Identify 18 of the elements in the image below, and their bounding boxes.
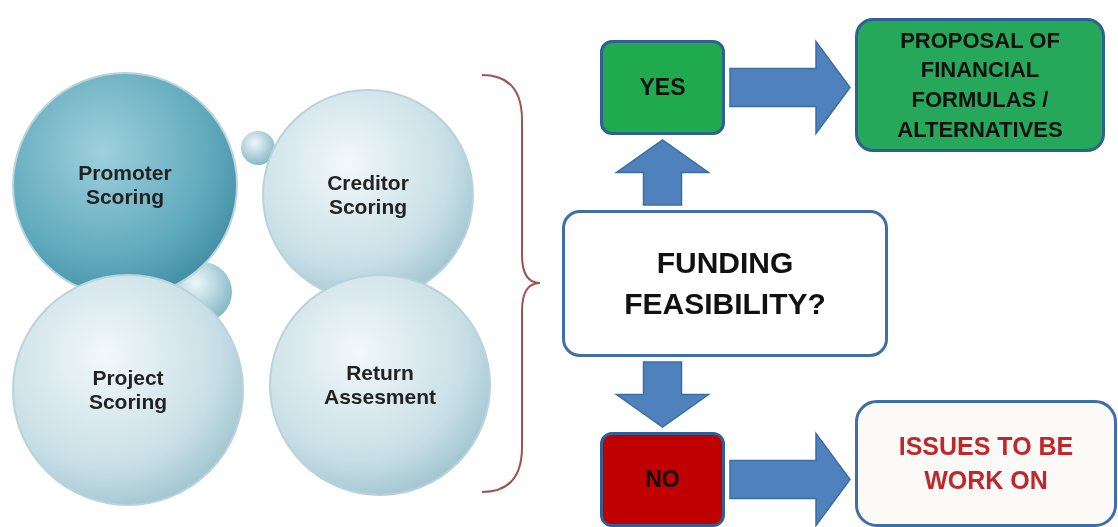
block-arrow	[614, 361, 711, 428]
node-text: FUNDING FEASIBILITY?	[623, 245, 827, 322]
node-text: Return Assesment	[322, 361, 438, 409]
node-text: Creditor Scoring	[326, 171, 410, 219]
decision-box	[562, 210, 888, 357]
decision-box	[855, 400, 1117, 527]
block-arrow	[729, 39, 851, 136]
decision-box	[855, 18, 1105, 152]
decision-box	[600, 432, 725, 527]
node-text: NO	[645, 464, 680, 494]
node-text: YES	[639, 72, 686, 102]
node-text: Promoter Scoring	[77, 161, 173, 209]
node-text: Project Scoring	[87, 366, 169, 414]
block-arrow	[729, 431, 851, 527]
node-text: PROPOSAL OF FINANCIAL FORMULAS / ALTERNATIVES	[896, 26, 1064, 144]
node-text: ISSUES TO BE WORK ON	[897, 430, 1075, 496]
block-arrow	[614, 139, 711, 206]
decision-box	[600, 40, 725, 135]
